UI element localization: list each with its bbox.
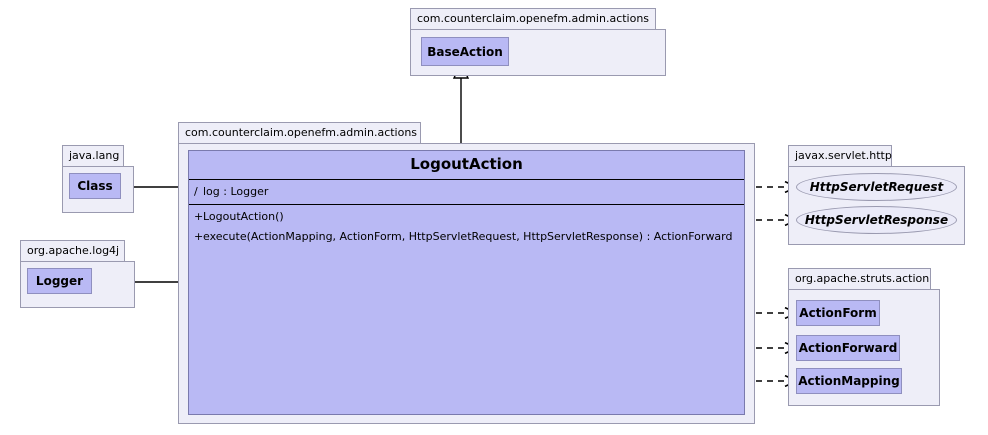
class-java-lang-class-label: Class [77,179,113,193]
package-label-struts-action: org.apache.struts.action [788,268,931,290]
class-action-form[interactable]: ActionForm [796,300,880,326]
attribute-row: / log : Logger [189,182,744,202]
interface-http-servlet-request[interactable]: HttpServletRequest [796,173,957,201]
class-action-forward-label: ActionForward [798,341,898,355]
class-logout-action-title: LogoutAction [189,151,744,180]
operation-visibility: + [194,230,204,244]
operation-row: +execute(ActionMapping, ActionForm, Http… [189,227,744,247]
class-logout-action-operations: +LogoutAction() +execute(ActionMapping, … [189,205,744,414]
package-label-base-action: com.counterclaim.openefm.admin.actions [410,8,656,30]
class-logout-action[interactable]: LogoutAction /log : Logger +LogoutAction… [188,150,745,415]
class-java-lang-class[interactable]: Class [69,173,121,199]
package-java-lang: java.lang Class [62,145,134,213]
package-label-servlet-http: javax.servlet.http [788,145,892,167]
operation-visibility: + [194,210,204,224]
operation-text: LogoutAction() [203,210,284,224]
class-logger[interactable]: Logger [27,268,92,294]
class-action-forward[interactable]: ActionForward [796,335,900,361]
class-action-mapping-label: ActionMapping [798,374,900,388]
operation-row: +LogoutAction() [189,207,744,227]
class-logger-label: Logger [35,274,84,288]
class-action-mapping[interactable]: ActionMapping [796,368,902,394]
package-servlet-http: javax.servlet.http HttpServletRequest Ht… [788,145,965,245]
interface-http-servlet-request-label: HttpServletRequest [809,180,944,194]
class-base-action-label: BaseAction [427,44,503,59]
attribute-visibility: / [194,184,198,198]
class-base-action[interactable]: BaseAction [421,37,509,66]
interface-http-servlet-response[interactable]: HttpServletResponse [796,206,957,234]
package-struts-action: org.apache.struts.action ActionForm Acti… [788,268,940,406]
class-action-form-label: ActionForm [799,306,877,320]
package-label-log4j: org.apache.log4j [20,240,125,262]
class-logout-action-attributes: / log : Logger [189,180,744,206]
package-label-main-actions: com.counterclaim.openefm.admin.actions [178,122,421,144]
package-label-java-lang: java.lang [62,145,124,167]
package-main-actions: com.counterclaim.openefm.admin.actions L… [178,122,755,424]
attribute-text: log : Logger [203,184,269,198]
package-base-action: com.counterclaim.openefm.admin.actions B… [410,8,666,76]
package-log4j: org.apache.log4j Logger [20,240,135,308]
operation-text: execute(ActionMapping, ActionForm, HttpS… [203,230,733,244]
interface-http-servlet-response-label: HttpServletResponse [804,213,949,227]
